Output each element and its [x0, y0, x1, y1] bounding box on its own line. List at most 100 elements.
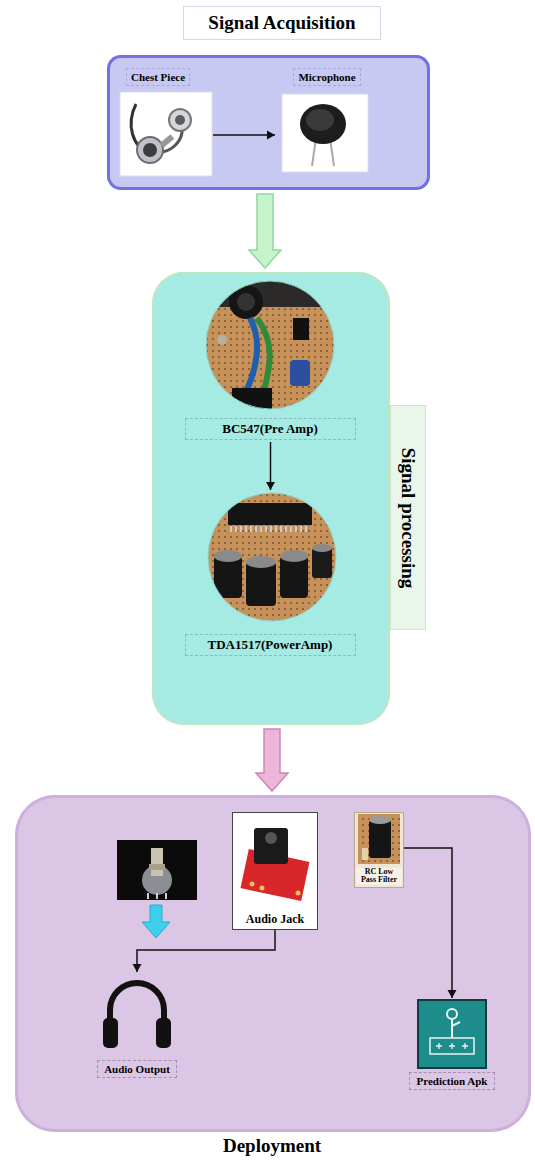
signal-arrow: [142, 905, 170, 938]
part-label: BC547(Pre Amp): [185, 418, 356, 440]
microphone-photo: [330, 138, 334, 166]
power-amp-board-photo: [205, 490, 340, 625]
power-amp-board-photo: [214, 556, 242, 598]
app-icon: [436, 1043, 468, 1049]
potentiometer-photo: [117, 840, 197, 900]
filter-board-photo: [358, 814, 400, 864]
preamp-board-photo: [257, 318, 270, 395]
power-amp-board-photo: [312, 548, 332, 578]
power-amp-board-photo: [205, 490, 340, 625]
audio-jack-photo: [241, 828, 310, 901]
part-box: Microphone: [275, 66, 370, 174]
stethoscope-photo: [137, 137, 163, 163]
section-title: Signal Acquisition: [183, 6, 380, 40]
arrowhead: [133, 964, 142, 972]
audio-jack-photo: [296, 891, 301, 896]
potentiometer-photo: [147, 893, 149, 899]
microphone-photo: [282, 94, 368, 172]
part-box: RC Low Pass Filter: [354, 812, 404, 888]
side-tab: Signal processing: [390, 405, 426, 630]
potentiometer-photo: [117, 840, 197, 900]
part-box: TDA1517(PowerAmp): [183, 490, 358, 662]
preamp-board-photo: [237, 293, 255, 311]
arrowhead: [267, 131, 275, 140]
stethoscope-photo: [150, 120, 182, 153]
connector: [213, 131, 275, 140]
connector-line: [404, 848, 452, 998]
app-icon: [447, 1009, 457, 1019]
part-box: Prediction Apk: [399, 998, 505, 1094]
app-icon: [418, 1000, 486, 1068]
connector-line: [270, 442, 272, 490]
arrowhead: [448, 990, 457, 998]
microphone-photo: [300, 104, 346, 144]
stethoscope-photo: [120, 92, 212, 176]
headphones-icon: [110, 983, 164, 1030]
part-box: Audio Jack: [232, 812, 318, 930]
preamp-board-photo: [246, 318, 257, 392]
section-title: Signal processing: [397, 447, 419, 588]
potentiometer-photo: [156, 893, 158, 899]
preamp-board-photo: [200, 275, 340, 415]
headphones-icon: [156, 1018, 171, 1048]
power-amp-board-photo: [280, 550, 308, 562]
potentiometer-photo: [151, 848, 163, 876]
stethoscope-photo: [143, 143, 157, 157]
headphones-icon: [103, 983, 171, 1048]
part-label: TDA1517(PowerAmp): [185, 634, 356, 656]
app-icon: [451, 1019, 453, 1038]
group-box: DeploymentAudio JackRC Low Pass FilterAu…: [15, 795, 531, 1132]
power-amp-board-photo: [246, 556, 276, 568]
part-label: Chest Piece: [126, 68, 190, 86]
preamp-board-photo: [200, 275, 340, 307]
potentiometer-photo: [142, 865, 172, 895]
block-arrow: [256, 729, 288, 791]
part-label: Prediction Apk: [409, 1072, 494, 1090]
connector: [256, 729, 288, 791]
preamp-board-photo: [200, 275, 340, 415]
preamp-board-photo: [290, 360, 310, 386]
power-amp-board-photo: [208, 493, 336, 621]
app-icon: [452, 1022, 460, 1026]
stethoscope-photo: [131, 104, 150, 152]
microphone-photo: [282, 94, 368, 172]
potentiometer-photo: [165, 893, 167, 899]
stethoscope-photo: [160, 134, 175, 148]
preamp-board-photo: [293, 318, 309, 340]
power-amp-board-photo: [312, 544, 332, 552]
preamp-board-photo: [217, 335, 227, 345]
connector: [266, 442, 275, 490]
connector: [133, 930, 276, 972]
part-label: Audio Jack: [244, 911, 306, 928]
stethoscope-photo: [120, 92, 212, 176]
preamp-board-photo: [232, 388, 272, 410]
stethoscope-photo: [175, 115, 185, 125]
potentiometer-photo: [149, 864, 165, 870]
power-amp-board-photo: [246, 562, 276, 606]
part-label: RC Low Pass Filter: [356, 868, 402, 885]
preamp-board-photo: [229, 285, 263, 319]
connector-line: [213, 134, 275, 136]
group-box: Signal processingBC547(Pre Amp)TDA1517(P…: [152, 272, 390, 725]
filter-board-photo: [362, 848, 368, 860]
connector-line: [137, 930, 275, 972]
block-arrow: [249, 194, 281, 268]
part-box: Audio Output: [88, 972, 186, 1082]
audio-jack-photo: [254, 828, 288, 864]
part-label: Audio Output: [97, 1060, 177, 1078]
part-label: Microphone: [293, 68, 360, 86]
power-amp-board-photo: [228, 503, 312, 525]
part-box: Chest Piece: [118, 66, 213, 178]
audio-jack-photo: [241, 849, 310, 901]
filter-board-photo: [369, 820, 391, 858]
power-amp-board-photo: [205, 490, 340, 625]
group-box: Signal AcquisitionChest PieceMicrophone: [107, 55, 430, 190]
audio-jack-photo: [260, 886, 265, 891]
filter-board-photo: [358, 814, 400, 864]
filter-board-photo: [369, 816, 391, 824]
audio-jack-photo: [250, 882, 255, 887]
